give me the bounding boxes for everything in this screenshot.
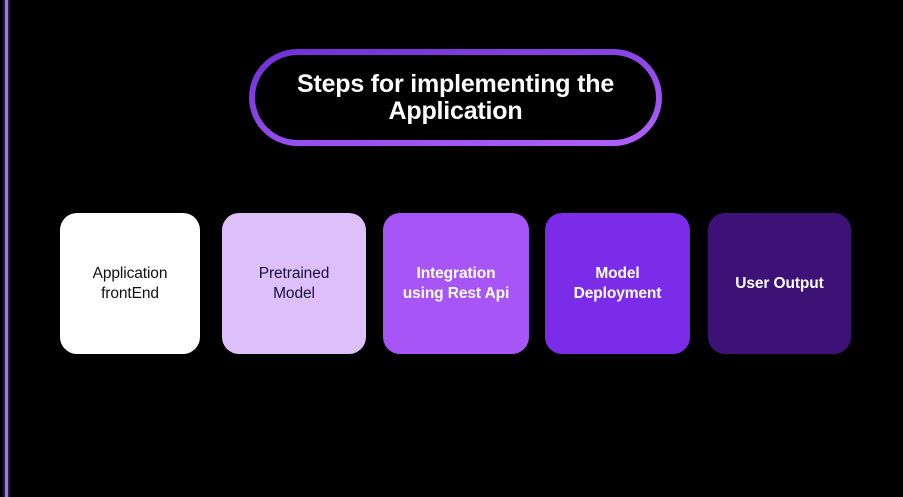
- page-title: Steps for implementing the Application: [296, 69, 615, 125]
- step-card-user-output[interactable]: User Output: [708, 213, 851, 354]
- step-card-application-frontend[interactable]: Application frontEnd: [60, 213, 200, 354]
- title-pill: Steps for implementing the Application: [249, 49, 662, 146]
- step-card-label: User Output: [735, 274, 824, 292]
- step-card-model-deployment[interactable]: Model Deployment: [545, 213, 690, 354]
- step-card-label: Integration using Rest Api: [402, 264, 510, 302]
- step-card-label: Application frontEnd: [92, 264, 168, 302]
- steps-row: Application frontEnd Pretrained Model In…: [60, 213, 851, 354]
- step-card-pretrained-model[interactable]: Pretrained Model: [222, 213, 366, 354]
- step-card-integration-rest-api[interactable]: Integration using Rest Api: [383, 213, 529, 354]
- title-inner: Steps for implementing the Application: [255, 69, 656, 125]
- left-accent-stripe: [5, 0, 8, 497]
- step-card-label: Pretrained Model: [258, 264, 330, 302]
- step-card-label: Model Deployment: [573, 264, 662, 302]
